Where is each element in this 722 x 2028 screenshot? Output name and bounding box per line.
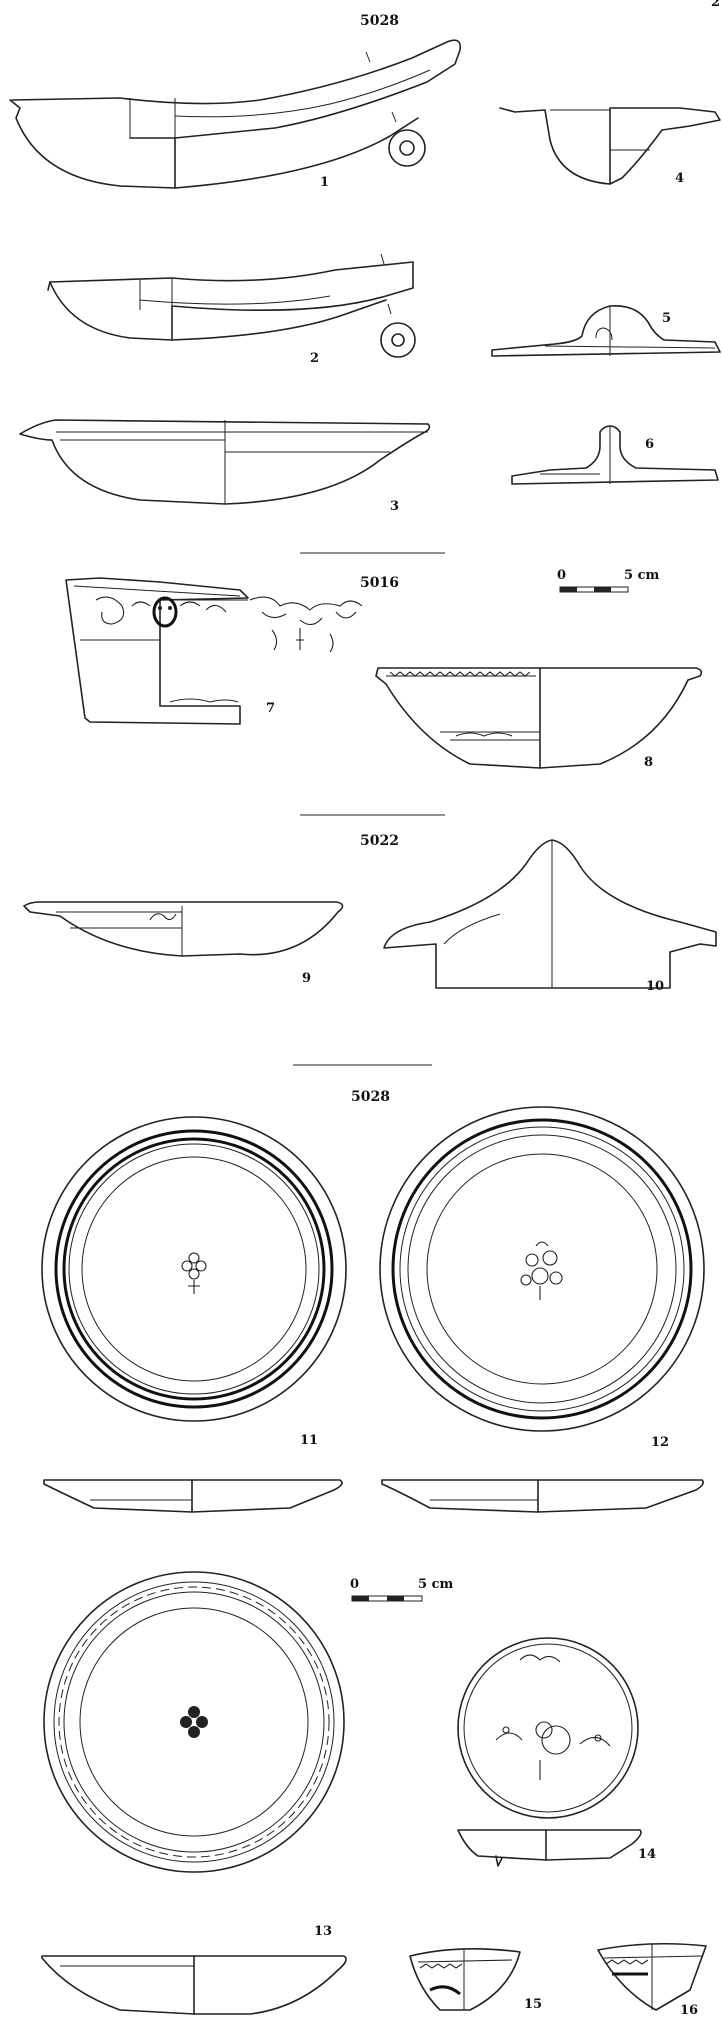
figure-label-14: 14 <box>638 1847 657 1862</box>
figure-16-drawing <box>597 1942 707 2011</box>
scale-bar-1-zero: 0 <box>557 568 567 583</box>
figure-6-drawing <box>511 425 719 485</box>
figure-label-7: 7 <box>266 701 276 716</box>
figure-label-10: 10 <box>646 979 665 994</box>
scale-bar-2-label: 5 cm <box>418 1577 454 1592</box>
figure-1-drawing <box>9 39 462 189</box>
figure-label-2: 2 <box>310 351 320 366</box>
section-label-5028-plates: 5028 <box>351 1089 390 1105</box>
figure-label-11: 11 <box>300 1433 319 1448</box>
section-label-5028-top: 5028 <box>360 13 399 29</box>
figure-5-drawing <box>491 305 721 357</box>
section-label-5022: 5022 <box>360 833 399 849</box>
figure-label-6: 6 <box>645 437 655 452</box>
figure-label-12: 12 <box>651 1435 670 1450</box>
figure-13-profile <box>41 1955 347 2015</box>
figure-label-1: 1 <box>320 175 330 190</box>
figure-label-8: 8 <box>644 755 654 770</box>
figure-4-drawing <box>499 107 721 185</box>
figure-label-15: 15 <box>524 1997 543 2012</box>
figure-10-drawing <box>383 839 717 989</box>
scale-bar-1-drawing <box>559 586 629 593</box>
figure-14-profile <box>457 1829 642 1867</box>
scale-bar-2-zero: 0 <box>350 1577 360 1592</box>
figure-12-drawing <box>379 1106 705 1432</box>
figure-9-drawing <box>23 901 344 957</box>
page-number: 2 <box>711 0 721 10</box>
figure-13-drawing <box>43 1571 345 1873</box>
figure-11-profile <box>43 1479 343 1513</box>
figure-11-drawing <box>41 1116 347 1422</box>
scale-bar-1-label: 5 cm <box>624 568 660 583</box>
figure-8-drawing <box>375 667 703 769</box>
figure-label-5: 5 <box>662 311 672 326</box>
figure-label-4: 4 <box>675 171 685 186</box>
figure-label-9: 9 <box>302 971 312 986</box>
scale-bar-2-drawing <box>351 1595 423 1602</box>
figure-2-drawing <box>47 253 416 358</box>
figure-15-drawing <box>409 1948 521 2011</box>
figure-14-drawing <box>457 1637 639 1819</box>
figure-3-drawing <box>19 419 431 505</box>
figure-label-3: 3 <box>390 499 400 514</box>
section-label-5016: 5016 <box>360 575 399 591</box>
figure-label-16: 16 <box>680 2003 699 2018</box>
figure-12-profile <box>381 1479 704 1513</box>
figure-label-13: 13 <box>314 1924 333 1939</box>
figure-7-drawing <box>65 577 363 725</box>
